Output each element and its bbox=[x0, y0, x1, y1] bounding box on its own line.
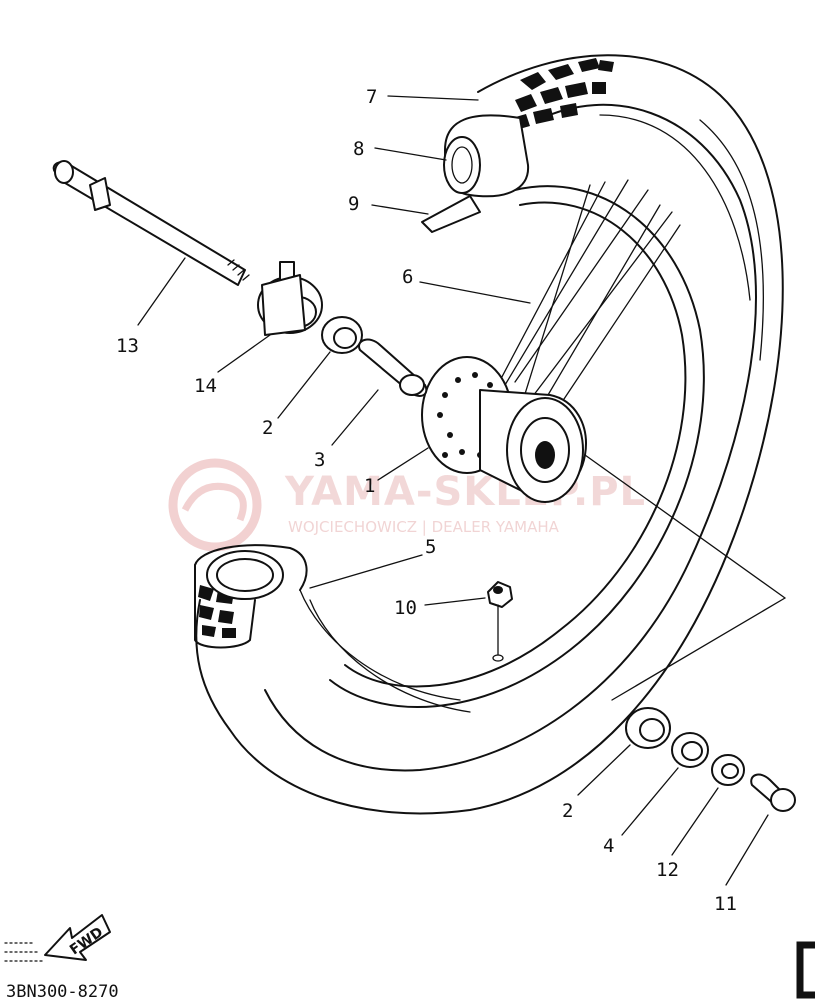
callout-7: 7 bbox=[366, 86, 377, 108]
inner-tube bbox=[443, 114, 530, 198]
callout-4: 4 bbox=[603, 835, 614, 857]
axle bbox=[52, 160, 250, 286]
valve bbox=[487, 581, 513, 662]
tire-tread-bottom bbox=[198, 585, 236, 638]
callout-8: 8 bbox=[353, 138, 364, 160]
watermark-title: YAMA-SKLEP.PL bbox=[284, 469, 646, 515]
bearing-left bbox=[321, 316, 363, 354]
watermark-logo bbox=[168, 458, 262, 552]
rim bbox=[299, 185, 705, 713]
callouts: 7 8 9 6 13 14 2 3 1 5 10 2 4 12 11 bbox=[116, 86, 737, 915]
part-code: 3BN300-8270 bbox=[6, 982, 119, 1002]
watermark-subtitle: WOJCIECHOWICZ | DEALER YAMAHA bbox=[288, 518, 560, 536]
tire bbox=[194, 54, 784, 815]
callout-11: 11 bbox=[714, 893, 737, 915]
callout-3: 3 bbox=[314, 449, 325, 471]
callout-2-left: 2 bbox=[262, 417, 273, 439]
callout-5: 5 bbox=[425, 536, 436, 558]
spacer bbox=[358, 338, 428, 397]
callout-1: 1 bbox=[364, 475, 375, 497]
callout-2-right: 2 bbox=[562, 800, 573, 822]
meter-gear bbox=[257, 261, 323, 336]
corner-bracket bbox=[796, 941, 815, 999]
callout-13: 13 bbox=[116, 335, 139, 357]
fwd-arrow: FWD bbox=[4, 914, 111, 962]
watermark: YAMA-SKLEP.PL WOJCIECHOWICZ | DEALER YAM… bbox=[168, 458, 646, 552]
watermark-logo-mark bbox=[181, 482, 247, 522]
callout-9: 9 bbox=[348, 193, 359, 215]
rim-band bbox=[421, 195, 481, 233]
spokes bbox=[494, 179, 681, 411]
leader-lines bbox=[137, 95, 769, 886]
collar bbox=[711, 754, 745, 786]
assembly-guide-lines bbox=[584, 454, 786, 701]
hub bbox=[421, 356, 587, 503]
callout-10: 10 bbox=[394, 597, 417, 619]
bearing-right bbox=[625, 707, 671, 749]
tire-tread-top bbox=[512, 58, 614, 130]
callout-6: 6 bbox=[402, 266, 413, 288]
callout-14: 14 bbox=[194, 375, 217, 397]
spacer-right bbox=[750, 773, 796, 812]
oil-seal bbox=[671, 732, 709, 768]
callout-12: 12 bbox=[656, 859, 679, 881]
